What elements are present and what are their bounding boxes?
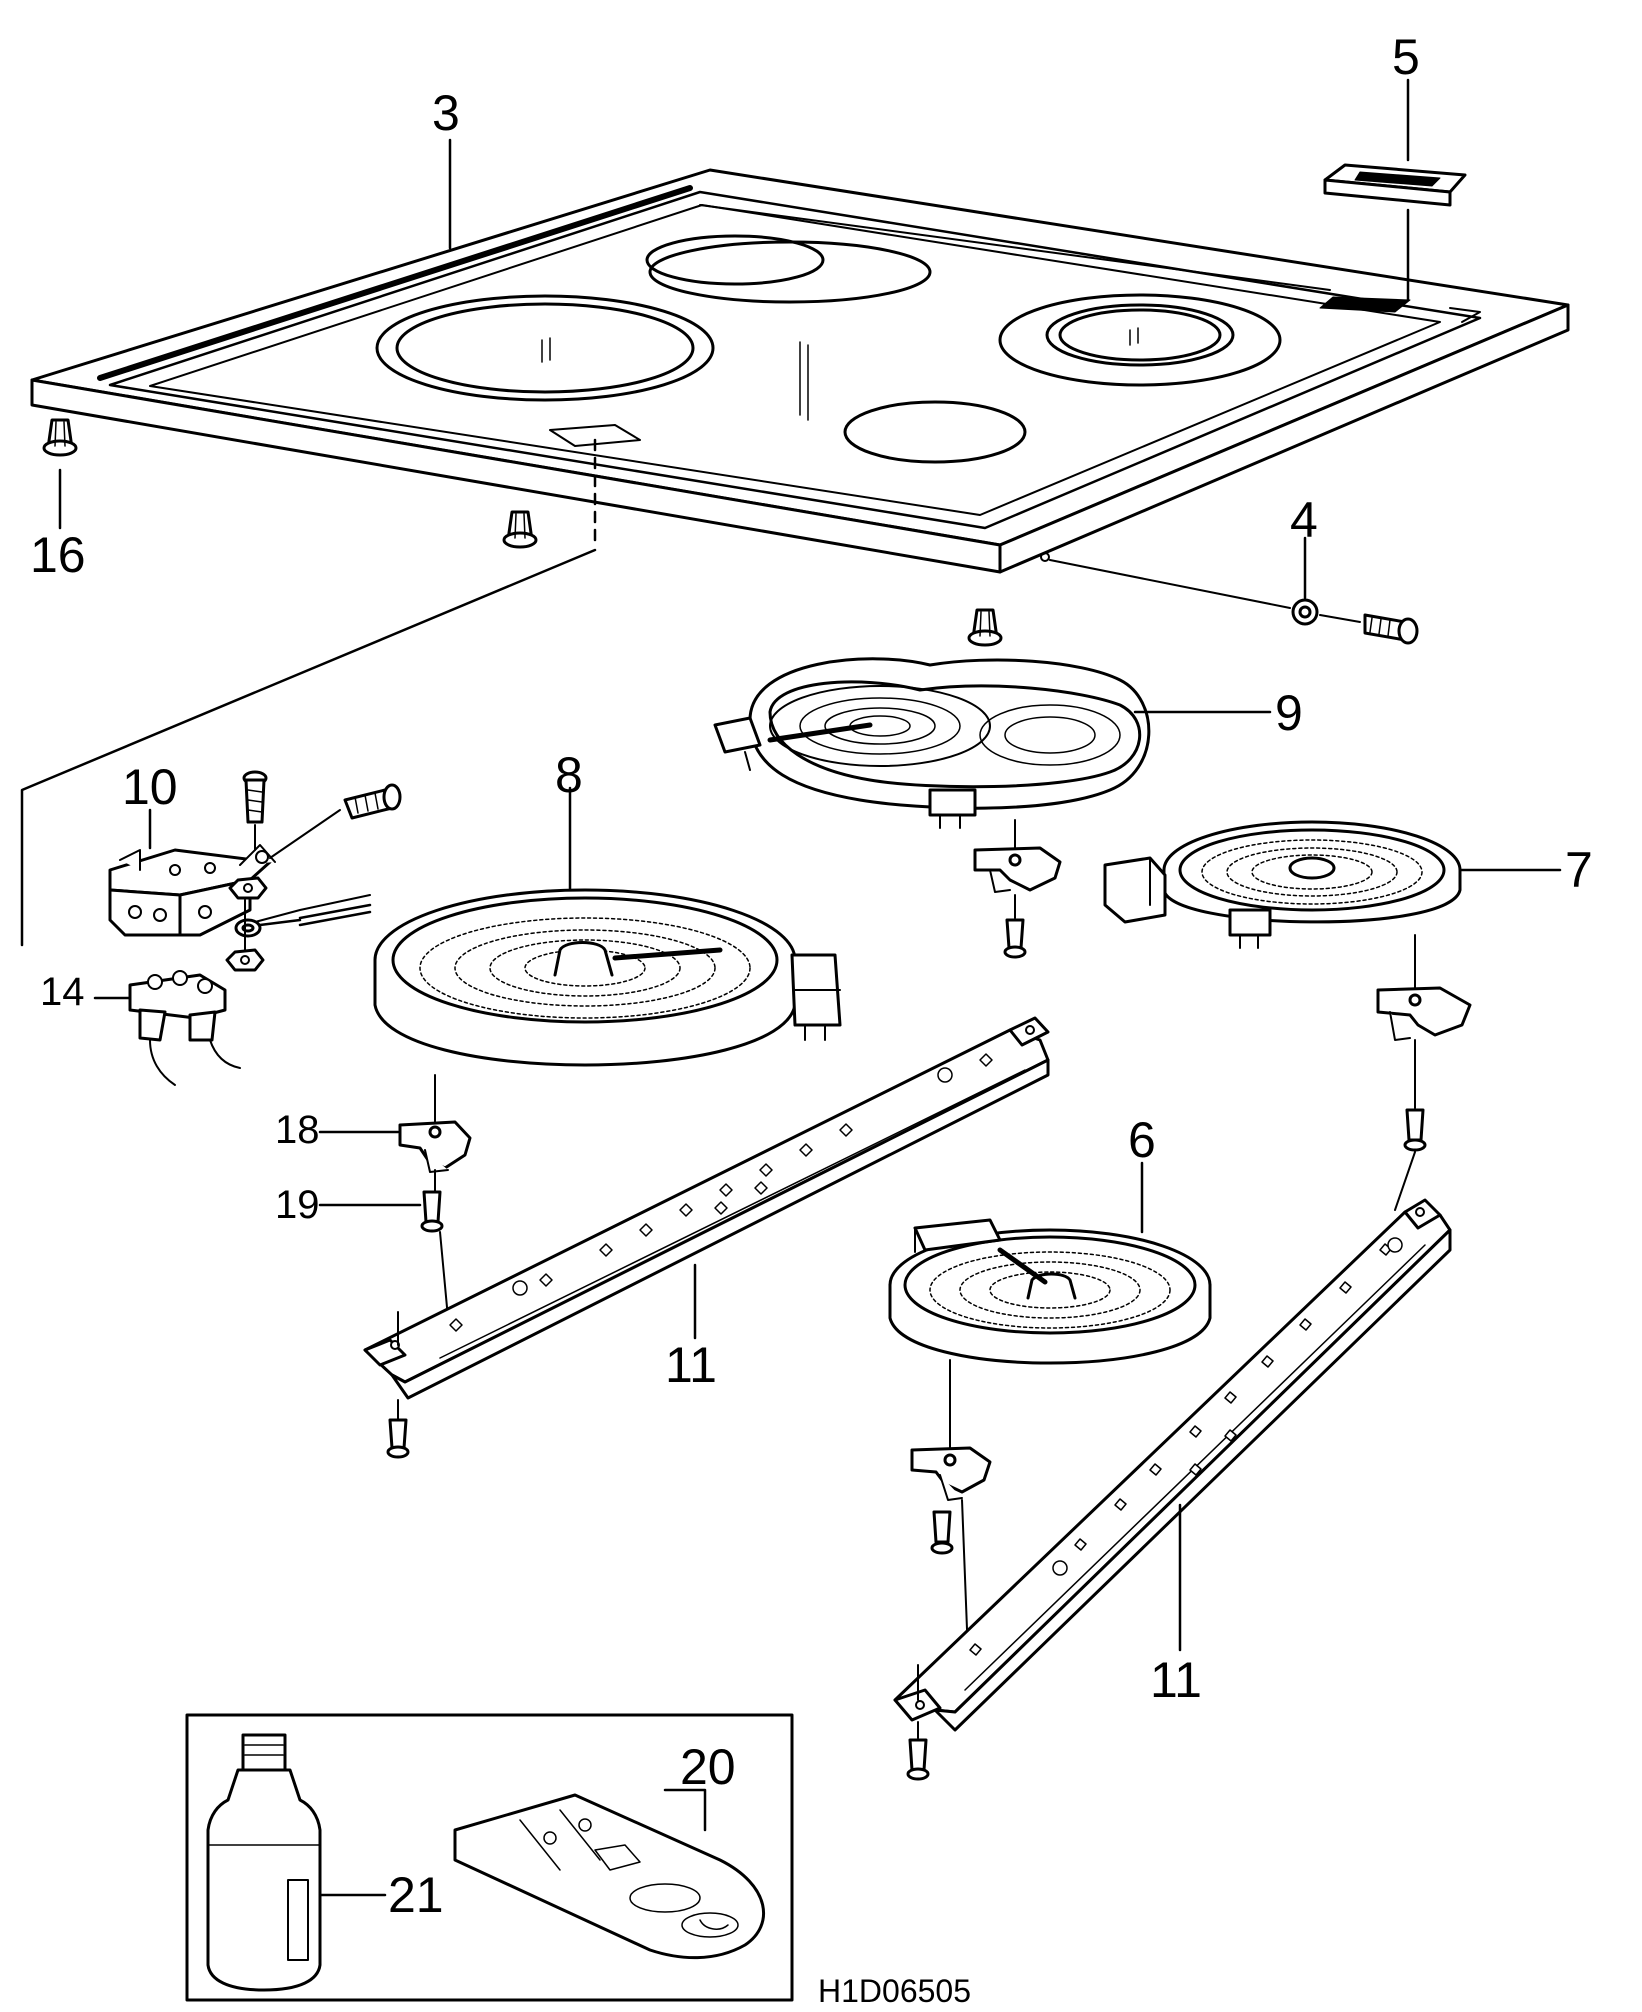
connection-bracket: [108, 844, 276, 937]
heater-9-screw: [1003, 918, 1027, 959]
rail-right-screw: [906, 1738, 930, 1781]
callout-3: 3: [432, 85, 460, 141]
round-heater-8: [373, 888, 842, 1067]
bracket-vertical-screw: [242, 770, 268, 824]
glass-scraper: [453, 1793, 766, 1960]
rail-left-screw: [386, 1418, 410, 1459]
nuts-and-ring-terminal: [225, 876, 372, 972]
diagram-code: H1D06505: [818, 1973, 971, 2009]
support-rail-left: [363, 1016, 1050, 1400]
screw-19: [420, 1190, 444, 1233]
callout-18: 18: [275, 1108, 320, 1152]
heater-6-clip: [910, 1446, 992, 1501]
callout-7: 7: [1565, 842, 1593, 898]
callout-10: 10: [122, 759, 178, 815]
callout-20: 20: [680, 1739, 736, 1795]
round-heater-7: [1103, 820, 1462, 949]
callout-19: 19: [275, 1183, 320, 1227]
callout-8: 8: [555, 747, 583, 803]
callout-21: 21: [388, 1867, 444, 1923]
heater-6-screw: [930, 1510, 954, 1555]
accessory-box: [185, 1713, 794, 2002]
callout-4: 4: [1290, 492, 1318, 548]
callout-16: 16: [30, 527, 86, 583]
callout-11-right: 11: [1150, 1652, 1202, 1708]
zone-front-left-outline: [375, 294, 715, 402]
cleaner-bottle: [206, 1733, 322, 1992]
heater-8-clip: [398, 1120, 472, 1173]
callout-9: 9: [1275, 685, 1303, 741]
round-heater-6: [888, 1218, 1212, 1365]
heater-7-screw: [1403, 1108, 1427, 1152]
heater-7-clip: [1376, 986, 1472, 1041]
callout-11-left: 11: [665, 1337, 717, 1393]
support-rail-right: [893, 1198, 1452, 1732]
callout-6: 6: [1128, 1112, 1156, 1168]
callout-5: 5: [1392, 29, 1420, 85]
cooktop-glass-plate: [20, 168, 1570, 947]
bracket-horizontal-screw: [343, 783, 402, 820]
indicator-cover: [1323, 163, 1467, 207]
heater-9-clip: [973, 846, 1062, 893]
terminal-block: [128, 970, 241, 1086]
callout-14: 14: [40, 970, 85, 1014]
rubber-feet: [42, 418, 1003, 647]
side-screw-and-washer: [1291, 598, 1419, 645]
oval-dual-heater: [713, 657, 1151, 829]
